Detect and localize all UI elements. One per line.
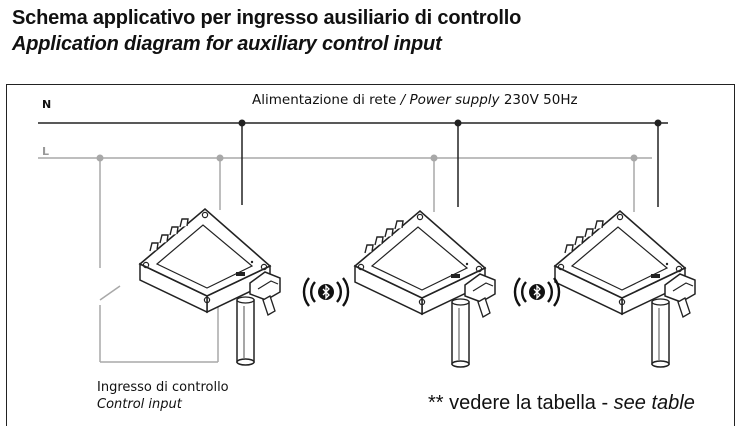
note-suffix: see table (613, 392, 695, 414)
junction-neutral-2 (454, 119, 462, 127)
junction-neutral-3 (654, 119, 662, 127)
title-english: Application diagram for auxiliary contro… (12, 33, 442, 55)
power-label-english: Power supply (409, 92, 500, 108)
power-supply-label: Alimentazione di rete / Power supply 230… (252, 92, 578, 108)
note-prefix: ** vedere la tabella - (428, 392, 614, 414)
control-module-3 (554, 210, 696, 368)
live-wire-label: L (42, 145, 50, 158)
junction-neutral-1 (238, 119, 246, 127)
power-label-italian: Alimentazione di rete (252, 92, 397, 108)
title-italian: Schema applicativo per ingresso ausiliar… (12, 7, 522, 29)
junction-live-3 (430, 154, 438, 162)
control-input-label-english: Control input (97, 397, 182, 412)
diagram-frame (6, 84, 735, 426)
junction-live-1 (96, 154, 104, 162)
junction-live-2 (216, 154, 224, 162)
table-reference-note: ** vedere la tabella - see table (428, 392, 695, 415)
control-input-label-italian: Ingresso di controllo (97, 380, 229, 395)
neutral-wire-label: N (42, 98, 52, 111)
junction-live-4 (630, 154, 638, 162)
control-module-1 (139, 208, 281, 366)
power-label-separator: / (396, 92, 410, 108)
power-rating: 230V 50Hz (503, 92, 578, 108)
bluetooth-wireless-icon (513, 276, 561, 308)
bluetooth-wireless-icon (302, 276, 350, 308)
control-module-2 (354, 210, 496, 368)
